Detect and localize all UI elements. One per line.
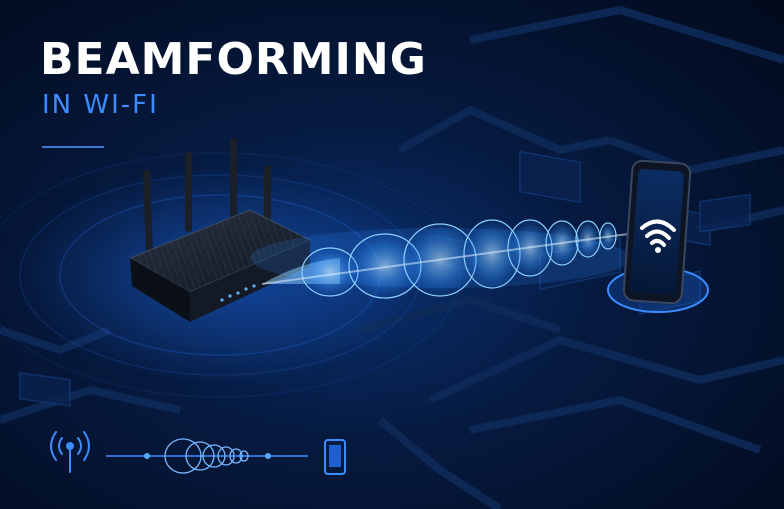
smartphone-icon (622, 159, 692, 305)
title-divider (42, 146, 104, 148)
page-subtitle: IN WI-FI (42, 90, 159, 120)
small-smartphone-icon (324, 439, 346, 475)
page-title: BEAMFORMING (40, 34, 427, 85)
legend-diagram (50, 431, 346, 475)
router-icon (128, 138, 312, 322)
signal-beam (250, 219, 630, 299)
antenna-icon (50, 431, 90, 473)
wifi-icon (640, 219, 676, 247)
signal-beam-icon (164, 438, 249, 474)
